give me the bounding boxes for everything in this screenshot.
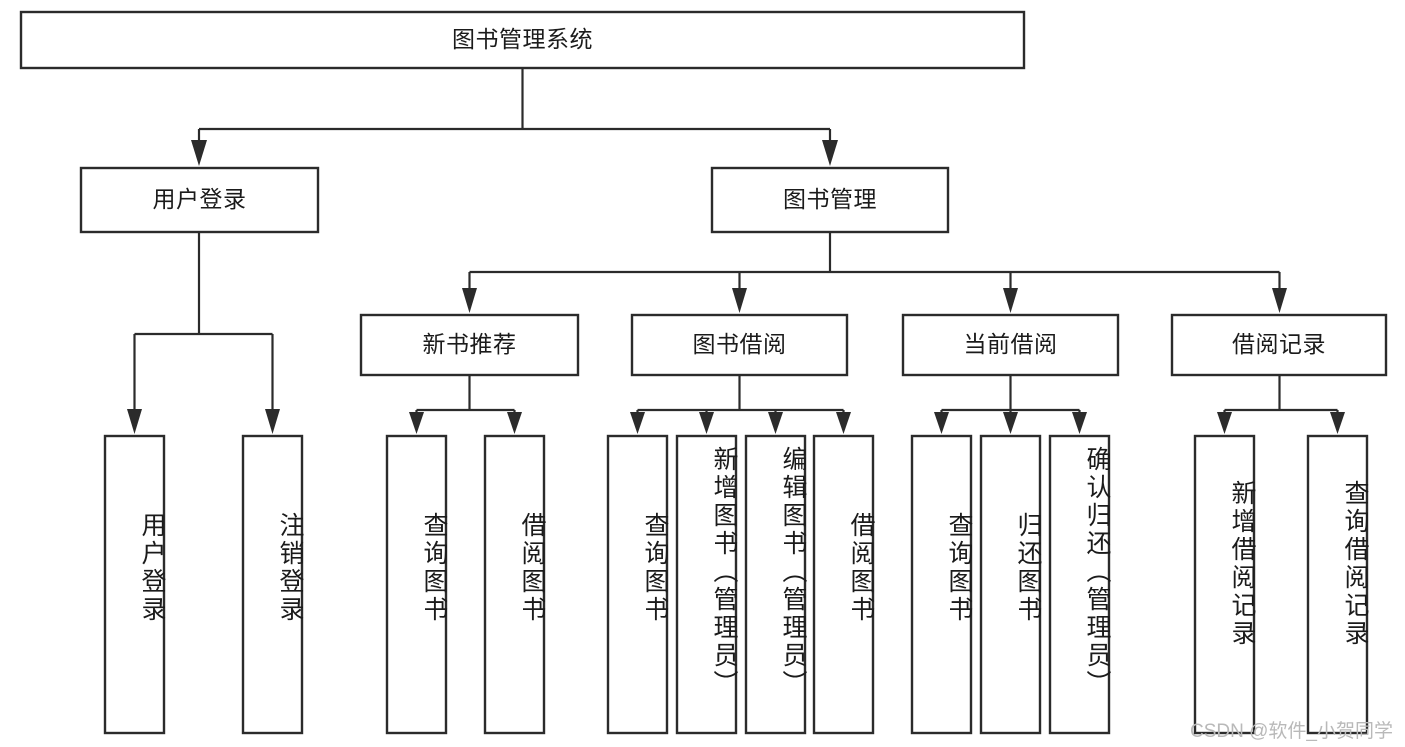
node-user-login[interactable]: 用户登录 [79,166,320,234]
arrow-icon-userlogin-leaf-2 [265,409,280,434]
leaf-box-user-login-2[interactable] [241,434,304,735]
leaf-box-new-book-2[interactable] [483,434,546,735]
leaf-box-book-borrow-1[interactable] [606,434,669,735]
node-current-borrow-box[interactable] [901,313,1120,377]
arrow-icon-borrow-leaf-3 [768,412,783,434]
arrow-icon-newbook-leaf-1 [409,412,424,434]
arrow-icon-root-to-book-mgmt [822,140,838,166]
csdn-watermark: CSDN @软件_小贺同学 [1190,721,1393,742]
leaf-box-borrow-record-2[interactable] [1306,434,1369,735]
leaf-box-current-borrow-1[interactable] [910,434,973,735]
node-book-borrow-box[interactable] [630,313,849,377]
node-root-label: 图书管理系统 [452,26,593,52]
node-current-borrow-label: 当前借阅 [964,331,1058,357]
arrow-icon-userlogin-leaf-1 [127,409,142,434]
arrow-icon-root-to-user-login [191,140,207,166]
arrow-icon-borrow-leaf-2 [699,412,714,434]
leaf-box-user-login-1[interactable] [103,434,166,735]
leaf-box-book-borrow-2[interactable] [675,434,738,735]
connector-layer [127,68,1345,434]
arrow-icon-record-leaf-1 [1217,412,1232,434]
node-root-box[interactable] [19,10,1026,70]
node-current-borrow[interactable]: 当前借阅 [901,313,1120,377]
arrow-icon-borrow-leaf-4 [836,412,851,434]
leaf-box-borrow-record-1[interactable] [1193,434,1256,735]
node-borrow-record-box[interactable] [1170,313,1388,377]
arrow-icon-newbook-leaf-2 [507,412,522,434]
arrow-icon-borrow-leaf-1 [630,412,645,434]
node-user-login-label: 用户登录 [153,186,247,212]
arrow-icon-current-leaf-2 [1003,412,1018,434]
arrow-icon-current-leaf-3 [1072,412,1087,434]
leaf-box-current-borrow-3[interactable] [1048,434,1111,735]
node-book-borrow-label: 图书借阅 [693,331,787,357]
node-new-book-recommend-label: 新书推荐 [423,331,517,357]
node-root[interactable]: 图书管理系统 [19,10,1026,70]
leaf-box-current-borrow-2[interactable] [979,434,1042,735]
node-book-management-box[interactable] [710,166,950,234]
leaf-box-layer [103,434,1369,735]
arrow-icon-bookmgmt-child-2 [732,288,747,313]
node-book-management-label: 图书管理 [783,186,877,212]
node-new-book-recommend[interactable]: 新书推荐 [359,313,580,377]
arrow-icon-current-leaf-1 [934,412,949,434]
leaf-box-book-borrow-4[interactable] [812,434,875,735]
node-new-book-recommend-box[interactable] [359,313,580,377]
arrow-icon-bookmgmt-child-4 [1272,288,1287,313]
arrow-icon-record-leaf-2 [1330,412,1345,434]
node-book-management[interactable]: 图书管理 [710,166,950,234]
node-borrow-record-label: 借阅记录 [1232,331,1326,357]
node-book-borrow[interactable]: 图书借阅 [630,313,849,377]
node-user-login-box[interactable] [79,166,320,234]
node-borrow-record[interactable]: 借阅记录 [1170,313,1388,377]
arrow-icon-bookmgmt-child-1 [462,288,477,313]
leaf-box-new-book-1[interactable] [385,434,448,735]
leaf-box-book-borrow-3[interactable] [744,434,807,735]
arrow-icon-bookmgmt-child-3 [1003,288,1018,313]
